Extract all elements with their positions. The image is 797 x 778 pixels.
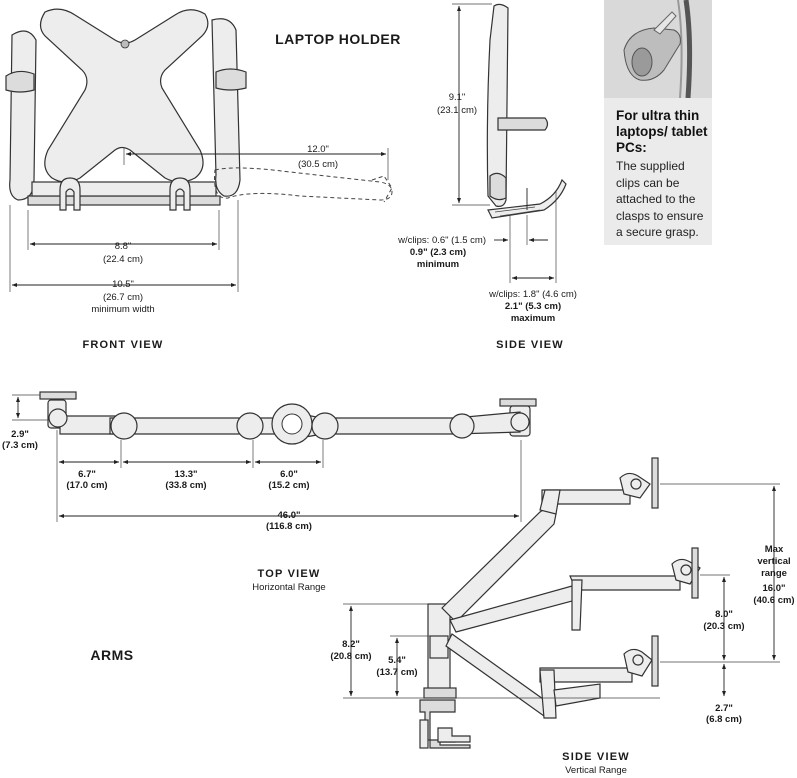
laptop-holder-side-drawing (486, 3, 567, 219)
side-min-note: minimum (417, 259, 459, 270)
side-mid-dim: 8.0" (715, 609, 733, 620)
side-min-dim: 0.9" (2.3 cm) (410, 247, 466, 258)
side-max-note: maximum (511, 313, 555, 324)
top-view-dimensions: 2.9" (7.3 cm) 6.7" (17.0 cm) 13.3" (33.8… (2, 394, 522, 532)
side-height-dim: 9.1" (449, 92, 466, 103)
holder-side-view-label: SIDE VIEW (496, 339, 564, 351)
max-range-dim-metric: (40.6 cm) (753, 595, 794, 606)
arms-top-view-drawing (39, 391, 537, 445)
front-min-width-dim-metric: (26.7 cm) (103, 292, 143, 303)
max-range-label-2: vertical (757, 556, 790, 567)
side-height-dim-metric: (23.1 cm) (437, 105, 477, 116)
max-range-label-3: range (761, 568, 787, 579)
front-view-dimensions: 12.0" (30.5 cm) 8.8" (22.4 cm) 10.5" (26… (9, 144, 389, 315)
side-mid-dim-metric: (20.3 cm) (703, 621, 744, 632)
top-seg3-dim: 6.0" (280, 469, 298, 480)
max-range-label-1: Max (765, 544, 784, 555)
top-seg1-dim: 6.7" (78, 469, 96, 480)
top-seg2-dim: 13.3" (175, 469, 198, 480)
front-min-width-note: minimum width (91, 304, 154, 315)
side-low-dim: 2.7" (715, 703, 733, 714)
front-inner-dim: 8.8" (115, 241, 132, 252)
side-view-dimensions: 9.1" (23.1 cm) w/clips: 0.6" (1.5 cm) 0.… (397, 3, 577, 324)
front-reach-dim-metric: (30.5 cm) (298, 159, 338, 170)
front-inner-dim-metric: (22.4 cm) (103, 254, 143, 265)
side-max-clips-dim: w/clips: 1.8" (4.6 cm) (488, 289, 577, 300)
side-post-low-dim-metric: (13.7 cm) (376, 667, 417, 678)
side-post-low-dim: 5.4" (388, 655, 406, 666)
arms-side-view-sublabel: Vertical Range (565, 765, 627, 776)
top-offset-dim: 2.9" (11, 429, 29, 440)
side-max-dim: 2.1" (5.3 cm) (505, 301, 561, 312)
front-min-width-dim: 10.5" (112, 279, 134, 290)
arms-side-view-dimensions: 8.2" (20.8 cm) 5.4" (13.7 cm) Max vertic… (330, 483, 795, 725)
top-offset-dim-metric: (7.3 cm) (2, 440, 38, 451)
top-total-dim-metric: (116.8 cm) (266, 521, 312, 532)
laptop-holder-title: LAPTOP HOLDER (275, 31, 401, 47)
arms-label: ARMS (90, 647, 133, 663)
side-post-dim: 8.2" (342, 639, 360, 650)
front-reach-dim: 12.0" (307, 144, 329, 155)
laptop-holder-front-drawing (5, 8, 393, 211)
side-low-dim-metric: (6.8 cm) (706, 714, 742, 725)
info-body: The supplied clips can be attached to th… (616, 159, 704, 239)
top-total-dim: 46.0" (278, 510, 301, 521)
clip-photo (604, 0, 712, 99)
top-view-label: TOP VIEW (258, 568, 321, 580)
clip-illustration (604, 0, 712, 99)
top-seg2-dim-metric: (33.8 cm) (165, 480, 206, 491)
side-min-clips-dim: w/clips: 0.6" (1.5 cm) (397, 235, 486, 246)
side-post-dim-metric: (20.8 cm) (330, 651, 371, 662)
top-seg1-dim-metric: (17.0 cm) (66, 480, 107, 491)
top-seg3-dim-metric: (15.2 cm) (268, 480, 309, 491)
max-range-dim: 16.0" (763, 583, 786, 594)
front-view-label: FRONT VIEW (82, 339, 163, 351)
arms-side-view-drawing (419, 457, 701, 749)
info-title: For ultra thin laptops/ tablet PCs: (616, 108, 708, 155)
top-view-sublabel: Horizontal Range (252, 582, 325, 593)
ultra-thin-info-box: For ultra thin laptops/ tablet PCs: The … (604, 0, 712, 245)
arms-side-view-label: SIDE VIEW (562, 751, 630, 763)
